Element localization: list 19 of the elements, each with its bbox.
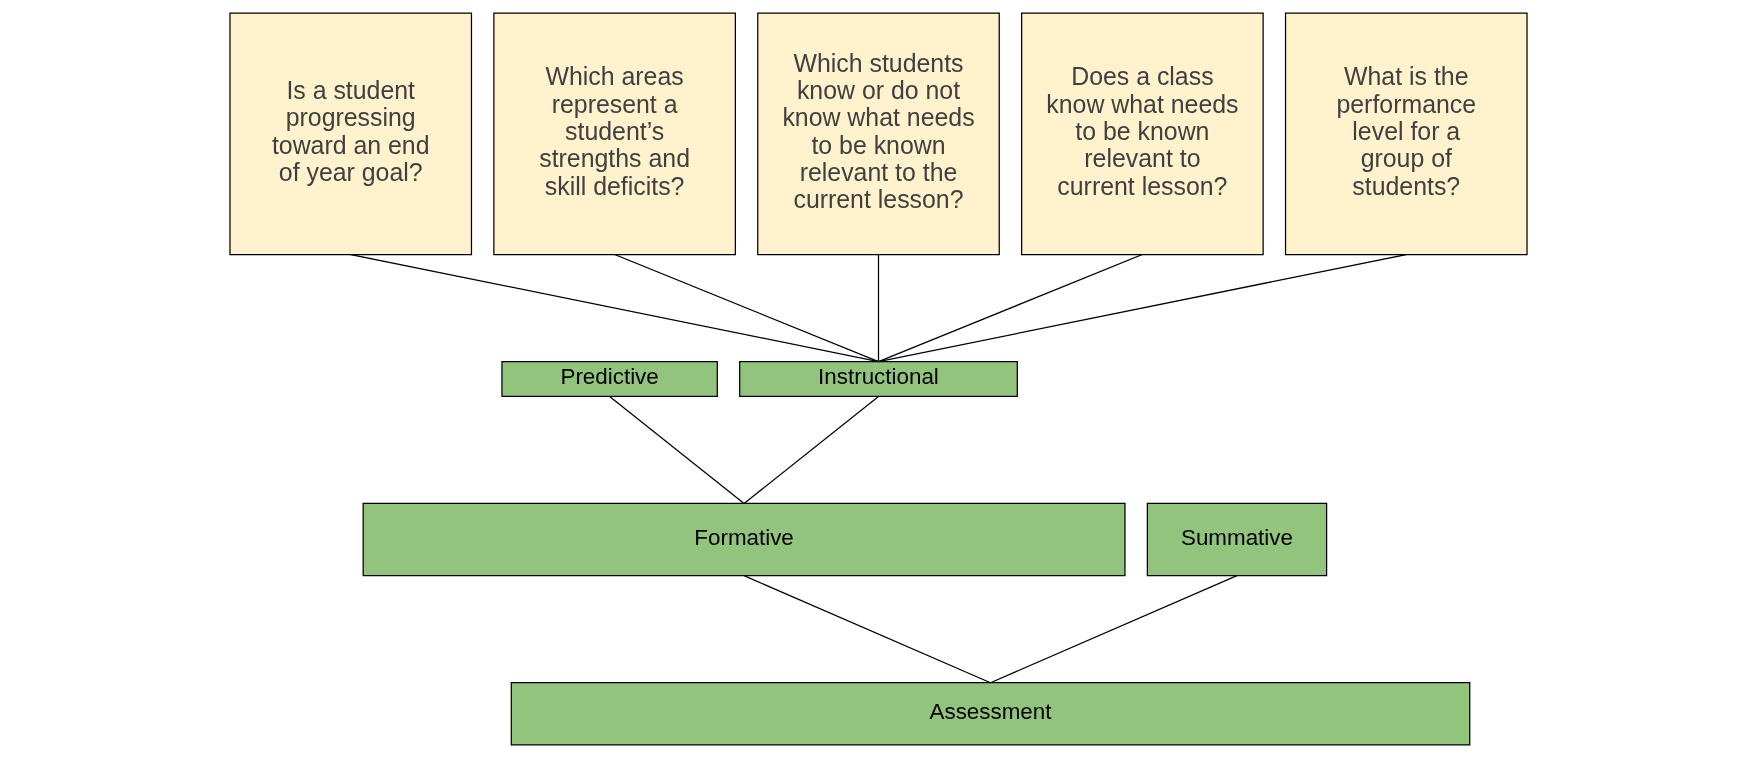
connector (877, 253, 1407, 363)
node-box: Summative (1146, 502, 1327, 577)
node-box: Formative (362, 502, 1126, 577)
node-box: Assessment (510, 682, 1470, 746)
node-box: Does a class know what needs to be known relevant to current lesson? (1020, 12, 1264, 256)
connector (877, 253, 879, 363)
connector (742, 575, 991, 684)
connector (877, 253, 1143, 363)
connector (608, 395, 745, 505)
node-box: Which students know or do not know what needs to be known relevant to the current lesson? (756, 12, 1000, 256)
connector (742, 395, 879, 505)
node-box: Instructional (738, 360, 1018, 398)
node-box: Is a student progressing toward an end of year goal? (228, 12, 472, 256)
connector (989, 575, 1238, 684)
connector (613, 253, 879, 363)
node-box: Predictive (500, 360, 718, 398)
connector (349, 253, 879, 363)
node-box: What is the performance level for a group of students? (1284, 12, 1528, 256)
node-box: Which areas represent a student’s strengths and skill deficits? (492, 12, 736, 256)
